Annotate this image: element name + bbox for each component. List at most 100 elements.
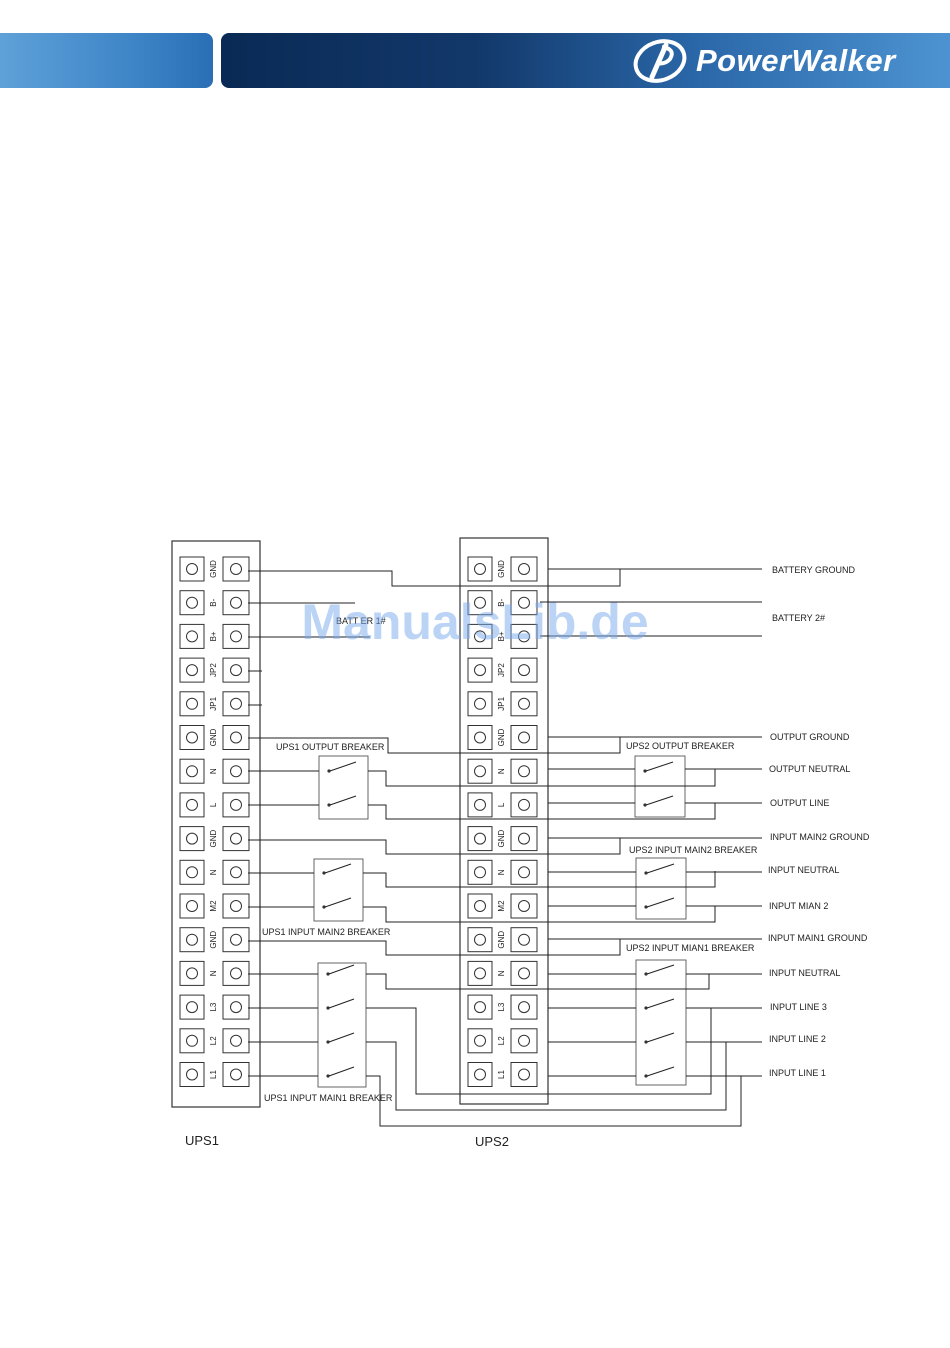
ups2-main1-breaker-contact (644, 1040, 648, 1044)
ups2-terminal-left (467, 556, 493, 582)
ups2-terminal-screw (474, 596, 486, 609)
ups1-terminal-left (179, 893, 205, 919)
ups2-main2-breaker-contact (644, 905, 648, 909)
ups2-terminal-screw (474, 731, 486, 744)
terminal-blocks: GNDB-B+JP2JP1GNDNLGNDNM2GNDNL3L2L1GNDB-B… (171, 537, 549, 1108)
ups2-output-breaker-label: UPS2 OUTPUT BREAKER (626, 741, 735, 751)
ups2-terminal-screw (474, 832, 486, 845)
ups2-terminal-label: M2 (497, 900, 506, 912)
ups1-main2-breaker-box (313, 858, 364, 922)
ups1-terminal-label: N (209, 869, 218, 875)
ups1-caption: UPS1 (185, 1133, 219, 1148)
ups1-terminal-screw (186, 630, 198, 643)
ups2-terminal-right (510, 1028, 538, 1054)
ups2-terminal-left (467, 725, 493, 750)
ups1-main2-breaker-contact (322, 905, 326, 909)
ups1-terminal-right (222, 792, 250, 818)
ups2-terminal-screw (518, 1034, 530, 1047)
ups2-terminal-left (467, 893, 493, 919)
ups2-terminal-screw (518, 731, 530, 744)
ups1-main1-breaker-contact (326, 1074, 330, 1078)
ups2-main2-breaker-switch (646, 897, 675, 908)
ups1-main1-breaker-contact (326, 972, 330, 976)
ups1-terminal-screw (230, 731, 242, 744)
ups1-terminal-right (222, 994, 250, 1020)
ups1-terminal-screw (230, 664, 242, 677)
ups2-main1-breaker-switch (646, 1066, 675, 1077)
ups1-terminal-left (179, 1062, 205, 1087)
ups1-terminal-left (179, 1028, 205, 1054)
ups1-terminal-screw (230, 1068, 242, 1081)
ups2-terminal-right (510, 826, 538, 852)
ups2-output-breaker-contact (643, 769, 647, 773)
wire (363, 906, 716, 923)
ups2-terminal-label: N (497, 768, 506, 774)
ups2-terminal-screw (518, 596, 530, 609)
ups2-terminal-right (510, 657, 538, 683)
brand-name: PowerWalker (696, 43, 896, 78)
ups2-terminal-screw (518, 697, 530, 710)
ups2-main1-breaker-contact (644, 1074, 648, 1078)
ups1-terminal-screw (230, 697, 242, 710)
ups2-terminal-screw (474, 933, 486, 946)
ups2-terminal-screw (474, 967, 486, 980)
ups2-terminal-left (467, 657, 493, 683)
ups2-main1-breaker-switch (646, 1032, 675, 1043)
ups2-terminal-screw (474, 1068, 486, 1081)
ups1-main2-breaker-contact (322, 871, 326, 875)
ups2-terminal-screw (518, 1068, 530, 1081)
ups1-terminal-label: GND (209, 829, 218, 847)
ups1-terminal-label: L3 (209, 1002, 218, 1011)
ups1-output-breaker-box (318, 755, 369, 820)
ups1-output-breaker-contact (327, 769, 331, 773)
ups1-terminal-screw (230, 832, 242, 845)
ups2-terminal-left (467, 994, 493, 1020)
ups2-terminal-right (510, 691, 538, 717)
ups2-terminal-right (510, 758, 538, 784)
ups2-caption: UPS2 (475, 1134, 509, 1149)
ups2-terminal-screw (474, 630, 486, 643)
ups1-terminal-right (222, 657, 250, 683)
ups2-terminal-label: JP2 (497, 663, 506, 677)
brand-logo: PowerWalker (632, 36, 896, 86)
ups2-terminal-label: L3 (497, 1002, 506, 1011)
ups2-main2-breaker-box (635, 857, 687, 920)
ups2-main1-breaker-box (635, 959, 687, 1086)
wire (366, 973, 710, 990)
ups1-terminal-right (222, 590, 250, 616)
ups1-terminal-left (179, 657, 205, 683)
wire (366, 1075, 742, 1127)
ups1-terminal-left (179, 826, 205, 852)
ups2-terminal-screw (518, 630, 530, 643)
ups1-terminal-label: L2 (209, 1036, 218, 1045)
ups1-terminal-label: B- (209, 598, 218, 606)
ups1-terminal-screw (186, 1001, 198, 1014)
ups1-main2-breaker-switch (324, 897, 352, 908)
ups1-terminal-screw (186, 1034, 198, 1047)
ups1-terminal-right (222, 1028, 250, 1054)
label-input-line-2: INPUT LINE 2 (769, 1034, 826, 1044)
ups1-terminal-right (222, 556, 250, 582)
ups2-terminal-left (467, 960, 493, 986)
ups1-main2-breaker-switch (324, 863, 352, 874)
ups1-output-breaker-contact (327, 803, 331, 807)
label-output-ground: OUTPUT GROUND (770, 732, 850, 742)
ups2-terminal-screw (474, 765, 486, 778)
ups2-terminal-screw (474, 664, 486, 677)
ups2-main1-breaker-switch (646, 964, 675, 975)
ups2-terminal-label: N (497, 869, 506, 875)
ups2-terminal-screw (518, 832, 530, 845)
ups2-terminal-left (467, 826, 493, 852)
ups1-terminal-screw (230, 765, 242, 778)
ups1-terminal-right (222, 725, 250, 750)
ups2-terminal-label: GND (497, 931, 506, 949)
wire (368, 769, 716, 787)
ups1-terminal-left (179, 725, 205, 750)
ups2-terminal-right (510, 859, 538, 885)
ups2-terminal-screw (474, 697, 486, 710)
label-input-mian-2: INPUT MIAN 2 (769, 901, 828, 911)
ups2-main2-breaker-contact (644, 871, 648, 875)
ups1-terminal-screw (230, 1034, 242, 1047)
ups2-terminal-right (510, 792, 538, 818)
